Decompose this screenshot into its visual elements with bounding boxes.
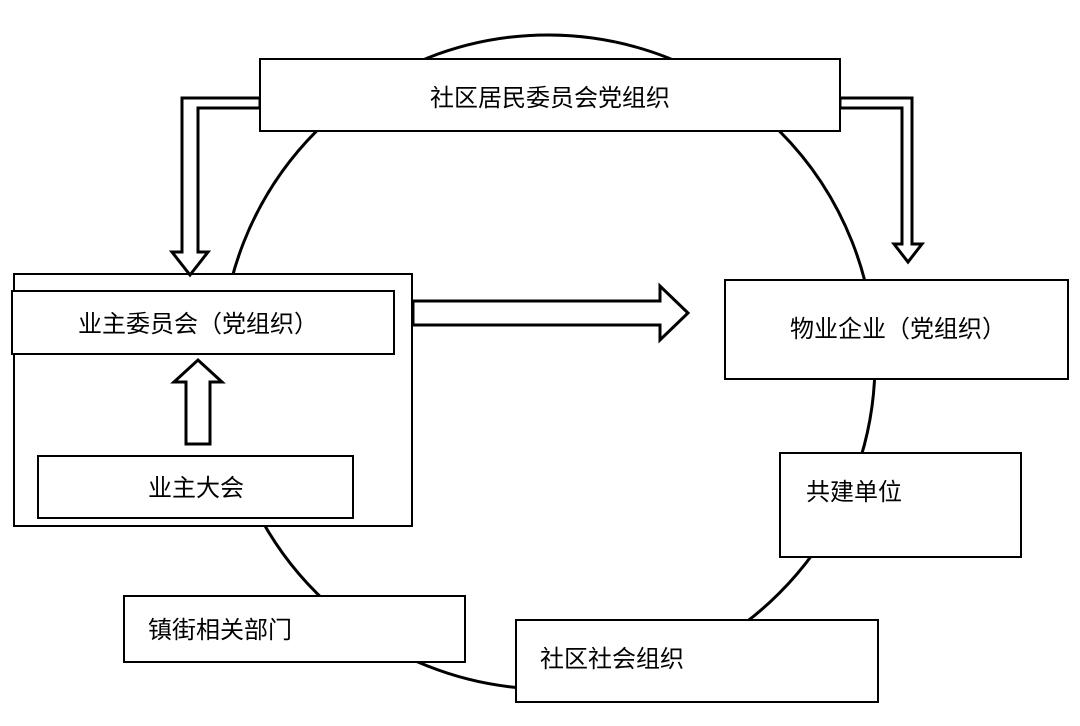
co-building-units-label: 共建单位 [806,478,902,506]
residents-committee-party-label: 社区居民委员会党组织 [430,84,670,112]
owners-committee-label: 业主委员会（党组织） [78,310,318,338]
owners-assembly-box [37,455,354,519]
residents-committee-party-box [259,58,841,132]
community-social-orgs-label: 社区社会组织 [540,645,684,673]
co-building-units-box [779,452,1022,558]
town-departments-label: 镇街相关部门 [148,616,292,644]
arrow-to-property-company [838,96,926,265]
owners-assembly-label: 业主大会 [148,474,244,502]
arrow-assembly-to-committee [170,357,226,446]
town-departments-box [123,595,466,663]
community-social-orgs-box [515,619,879,703]
property-company-label: 物业企业（党组织） [790,315,1006,343]
arrow-to-property-right [411,282,691,344]
property-company-box [724,279,1069,380]
arrow-to-owners-committee [168,96,262,278]
owners-committee-box [11,290,395,355]
